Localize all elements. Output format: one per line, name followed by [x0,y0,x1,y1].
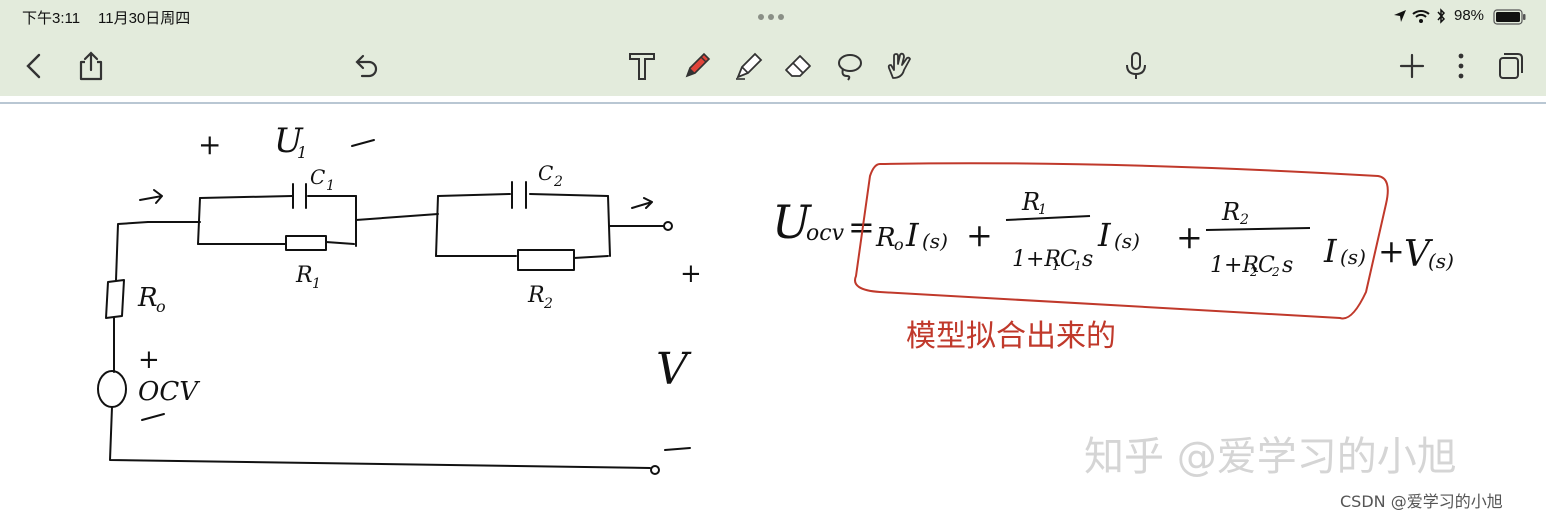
frac2-den-c: C [1258,253,1275,278]
formula-plus2: + [1176,218,1203,256]
frac1-num: R [1021,188,1040,216]
formula-i1: I [1097,216,1112,254]
frac1-den-sub2: 1 [1074,259,1082,273]
circuit-drawing [97,139,691,475]
annotation-text: 模型拟合出来的 [906,319,1116,354]
plus-source-label: + [138,345,160,375]
frac1-den-s: s [1082,247,1093,272]
eraser-icon [785,55,811,77]
microphone-button[interactable] [1118,48,1154,84]
pen-tool-button[interactable] [679,48,715,84]
r0-subscript: o [156,297,166,316]
pages-button[interactable] [1492,48,1528,84]
frac2-den-sub2: 2 [1271,265,1280,279]
frac2-den: 1+R [1210,253,1259,278]
formula-i2: I [1323,232,1338,270]
formula-i2-paren: (s) [1340,245,1366,269]
circuit-labels: + U 1 C 1 C 2 R 1 R 2 R o + OCV + V [137,121,702,407]
text-tool-button[interactable] [624,48,660,84]
plus-top-label: + [198,128,221,161]
back-icon [26,53,41,79]
battery-percent: 98% [1454,7,1485,24]
r0-label: R [137,283,158,313]
zhihu-watermark: 知乎 @爱学习的小旭 [1084,434,1457,480]
share-icon [79,51,103,81]
share-button[interactable] [73,48,109,84]
lasso-icon [838,54,862,81]
note-canvas[interactable]: + U 1 C 1 C 2 R 1 R 2 R o + OCV + V U oc… [0,106,1546,516]
formula-plus1: + [966,216,993,254]
formula-term1-sub: o [894,235,904,254]
undo-icon [355,54,378,78]
status-time: 下午3:11 [22,10,81,27]
bluetooth-icon [1437,8,1446,24]
formula-plus3: + [1378,232,1405,270]
undo-button[interactable] [348,48,384,84]
more-icon [1458,53,1464,79]
fraction-bars [1005,215,1311,231]
formula-lhs: U [772,195,813,249]
hand-tool-button[interactable] [881,48,917,84]
frac2-den-s: s [1282,253,1293,278]
toolbar-divider [0,96,1546,104]
csdn-watermark: CSDN @爱学习的小旭 [1340,492,1503,511]
status-bar: 下午3:11 11月30日周四 98% [0,0,1546,34]
lasso-tool-button[interactable] [831,48,867,84]
text-tool-icon [629,53,655,80]
formula-v-paren: (s) [1428,249,1454,273]
r1-subscript: 1 [312,276,321,292]
transfer-formula: U ocv = R o I (s) + R 1 1+R 1 C 1 s I (s… [772,188,1454,279]
hand-icon [887,52,911,79]
v-label: V [656,344,692,395]
frac1-den-sub: 1 [1052,259,1060,273]
toolbar [0,34,1546,96]
mic-icon [1126,52,1146,79]
frac1-den: 1+R [1012,247,1061,272]
c2-label: C [538,161,553,185]
status-date: 11月30日周四 [98,10,191,27]
frac1-den-c: C [1060,247,1077,272]
highlight-loop [854,162,1389,320]
c1-label: C [310,165,325,189]
c2-subscript: 2 [553,174,563,190]
r2-subscript: 2 [543,296,553,312]
battery-icon [1493,9,1526,25]
wifi-icon [1412,10,1430,23]
eraser-tool-button[interactable] [780,48,816,84]
u1-subscript: 1 [297,143,307,162]
add-icon [1399,53,1425,79]
frac2-num-sub: 2 [1239,212,1249,228]
formula-i1-paren: (s) [1114,229,1140,253]
location-icon [1394,10,1406,22]
more-button[interactable] [1443,48,1479,84]
frac2-den-sub: 2 [1249,265,1258,279]
u1-label: U [274,121,304,161]
ocv-label: OCV [138,377,200,407]
formula-lhs-sub: ocv [806,221,845,246]
frac1-num-sub: 1 [1038,202,1047,218]
multitask-dots-icon[interactable] [758,14,784,20]
add-page-button[interactable] [1394,48,1430,84]
pages-icon [1499,53,1523,79]
pen-icon [685,52,711,78]
formula-v: V [1404,234,1434,275]
plus-right-label: + [680,259,702,289]
formula-term1-i: I [905,216,920,254]
formula-term1: R [875,223,896,253]
r2-label: R [527,283,545,308]
c1-subscript: 1 [326,178,335,194]
back-button[interactable] [16,48,52,84]
highlighter-icon [736,52,763,80]
r1-label: R [295,263,313,288]
formula-term1-paren: (s) [922,229,948,253]
highlighter-tool-button[interactable] [731,48,767,84]
frac2-num: R [1221,198,1240,226]
